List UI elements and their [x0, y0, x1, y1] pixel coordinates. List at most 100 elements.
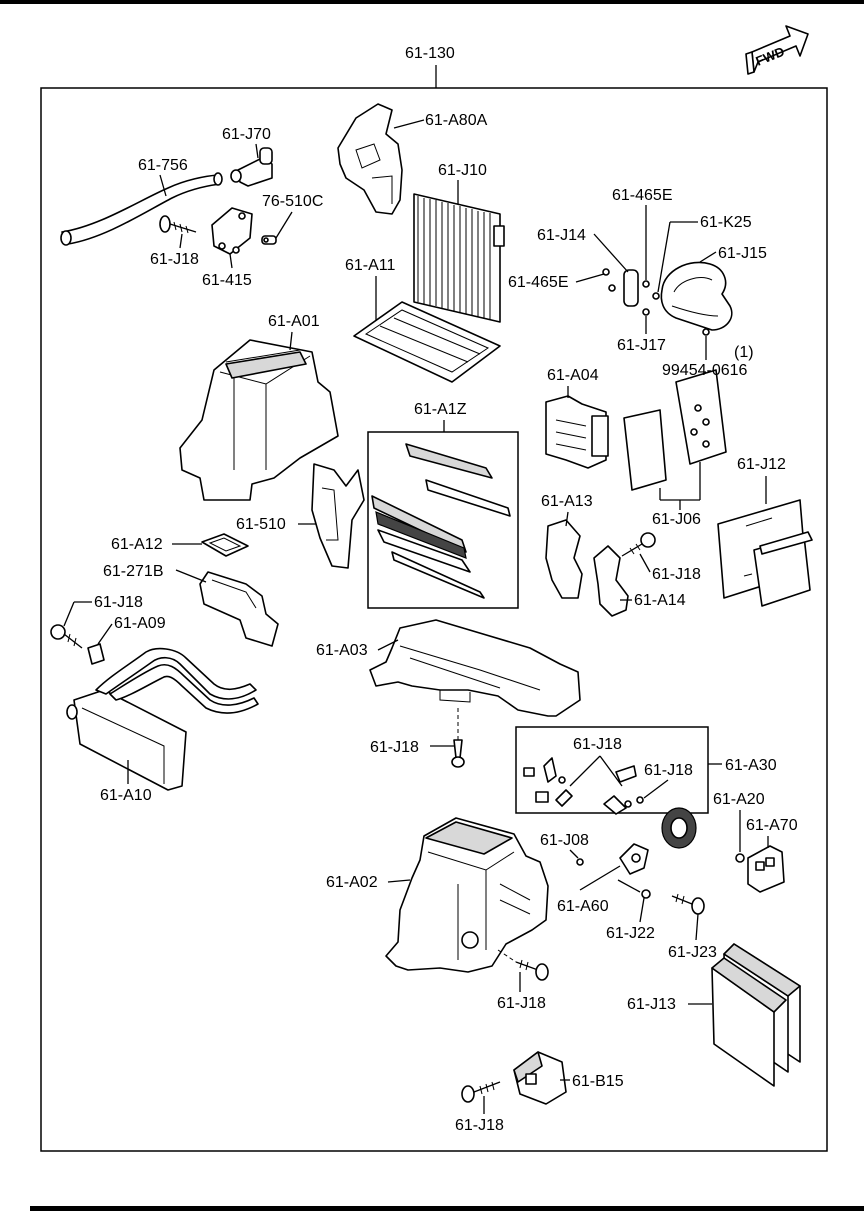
label-61-j18-3[interactable]: 61-J18 — [652, 566, 701, 583]
label-61-271b[interactable]: 61-271B — [103, 563, 164, 580]
lower-case-a03-part[interactable] — [369, 619, 581, 717]
connector-j70-part[interactable] — [230, 147, 273, 187]
screw-j18-2-part[interactable] — [50, 624, 83, 649]
label-61-465e-left[interactable]: 61-465E — [508, 274, 569, 291]
seal-465e-top-part[interactable] — [642, 280, 650, 288]
label-qty-1: (1) — [734, 344, 754, 361]
label-61-a30[interactable]: 61-A30 — [725, 757, 777, 774]
label-61-415[interactable]: 61-415 — [202, 272, 252, 289]
label-61-a20[interactable]: 61-A20 — [713, 791, 765, 808]
bracket-a13-part[interactable] — [545, 519, 583, 599]
label-61-j18-5[interactable]: 61-J18 — [573, 736, 622, 753]
link-set-box — [515, 726, 709, 814]
screw-j18-4-part[interactable] — [451, 708, 465, 768]
fwd-arrow-icon: FWD — [745, 25, 809, 75]
resistor-b15-part[interactable] — [513, 1051, 567, 1105]
pipe-j14-part[interactable] — [623, 269, 639, 307]
label-61-a70[interactable]: 61-A70 — [746, 817, 798, 834]
label-61-j13[interactable]: 61-J13 — [627, 996, 676, 1013]
label-61-510[interactable]: 61-510 — [236, 516, 286, 533]
assembly-frame — [40, 87, 828, 1152]
label-61-j08[interactable]: 61-J08 — [540, 832, 589, 849]
actuator-a60-part[interactable] — [617, 843, 649, 893]
seal-465e-left-2-part[interactable] — [608, 284, 616, 292]
top-border-bar — [0, 0, 864, 4]
actuator-a04-part[interactable] — [545, 395, 609, 469]
clip-j22-part[interactable] — [641, 889, 651, 899]
label-61-j14[interactable]: 61-J14 — [537, 227, 586, 244]
screw-j18-8-part[interactable] — [461, 1081, 501, 1103]
label-61-j18-2[interactable]: 61-J18 — [94, 594, 143, 611]
hose-part[interactable] — [60, 172, 223, 246]
label-61-j18-7[interactable]: 61-J18 — [497, 995, 546, 1012]
callout-labels: 61-A80A 61-J70 61-756 61-J10 76-510C 61-… — [63, 112, 798, 1134]
label-61-a1z[interactable]: 61-A1Z — [414, 401, 467, 418]
label-61-j18-4[interactable]: 61-J18 — [370, 739, 419, 756]
gasket-a12-part[interactable] — [201, 533, 249, 557]
evaporator-core-j10-part[interactable] — [413, 193, 505, 323]
panel-j12-part[interactable] — [717, 499, 813, 607]
label-61-a80a[interactable]: 61-A80A — [425, 112, 488, 129]
clip-510c-part[interactable] — [261, 235, 277, 245]
bottom-border-bar — [30, 1206, 864, 1211]
duct-a80a-part[interactable] — [337, 103, 403, 215]
label-61-j23[interactable]: 61-J23 — [668, 944, 717, 961]
clip-j08-part[interactable] — [576, 858, 584, 866]
label-61-a04[interactable]: 61-A04 — [547, 367, 599, 384]
label-61-756[interactable]: 61-756 — [138, 157, 188, 174]
filter-frame-a11-part[interactable] — [353, 301, 501, 383]
label-61-k25[interactable]: 61-K25 — [700, 214, 752, 231]
label-61-a01[interactable]: 61-A01 — [268, 313, 320, 330]
label-61-a03[interactable]: 61-A03 — [316, 642, 368, 659]
label-61-j15[interactable]: 61-J15 — [718, 245, 767, 262]
screw-j18-1-part[interactable] — [159, 215, 197, 234]
screw-j18-7-part[interactable] — [497, 949, 549, 981]
actuator-415-part[interactable] — [211, 207, 253, 255]
label-61-a60[interactable]: 61-A60 — [557, 898, 609, 915]
upper-case-a01-part[interactable] — [179, 339, 339, 501]
label-61-a09[interactable]: 61-A09 — [114, 615, 166, 632]
seal-j06-part[interactable] — [623, 369, 727, 491]
label-61-a10[interactable]: 61-A10 — [100, 787, 152, 804]
screw-j18-3-part[interactable] — [621, 532, 656, 557]
seal-465e-left-part[interactable] — [602, 268, 610, 276]
duct-271b-part[interactable] — [199, 571, 279, 647]
screw-j23-part[interactable] — [671, 893, 705, 915]
assembly-label[interactable]: 61-130 — [405, 45, 455, 62]
seal-j17-part[interactable] — [642, 308, 650, 316]
label-76-510c[interactable]: 76-510C — [262, 193, 323, 210]
label-61-j10[interactable]: 61-J10 — [438, 162, 487, 179]
pipe-j15-part[interactable] — [660, 261, 733, 331]
label-61-b15[interactable]: 61-B15 — [572, 1073, 624, 1090]
label-61-a02[interactable]: 61-A02 — [326, 874, 378, 891]
label-99454-0616[interactable]: 99454-0616 — [662, 362, 748, 379]
label-61-j70[interactable]: 61-J70 — [222, 126, 271, 143]
bracket-a14-part[interactable] — [593, 545, 629, 617]
link-set-a30-part[interactable] — [523, 757, 697, 849]
label-61-j18-8[interactable]: 61-J18 — [455, 1117, 504, 1134]
label-61-a12[interactable]: 61-A12 — [111, 536, 163, 553]
seal-k25-part[interactable] — [652, 292, 660, 300]
label-61-j12[interactable]: 61-J12 — [737, 456, 786, 473]
label-61-465e-top[interactable]: 61-465E — [612, 187, 673, 204]
label-61-j18-6[interactable]: 61-J18 — [644, 762, 693, 779]
label-61-a11[interactable]: 61-A11 — [345, 257, 396, 274]
seal-510-part[interactable] — [311, 463, 365, 569]
fwd-label: FWD — [754, 44, 787, 69]
label-61-j06[interactable]: 61-J06 — [652, 511, 701, 528]
clip-a09-part[interactable] — [87, 643, 105, 665]
label-61-j22[interactable]: 61-J22 — [606, 925, 655, 942]
shutter-set-box — [367, 431, 519, 609]
bolt-99454-part[interactable] — [702, 328, 710, 336]
label-61-a14[interactable]: 61-A14 — [634, 592, 686, 609]
sensor-a70-part[interactable] — [747, 845, 785, 893]
heater-core-a10-part[interactable] — [66, 647, 259, 791]
filter-j13-part[interactable] — [711, 943, 801, 1087]
label-61-j18-1[interactable]: 61-J18 — [150, 251, 199, 268]
label-61-a13[interactable]: 61-A13 — [541, 493, 593, 510]
clip-a20-part[interactable] — [735, 853, 745, 863]
shutter-set-a1z-part[interactable] — [371, 443, 511, 599]
main-case-a02-part[interactable] — [385, 817, 549, 973]
label-61-j17[interactable]: 61-J17 — [617, 337, 666, 354]
